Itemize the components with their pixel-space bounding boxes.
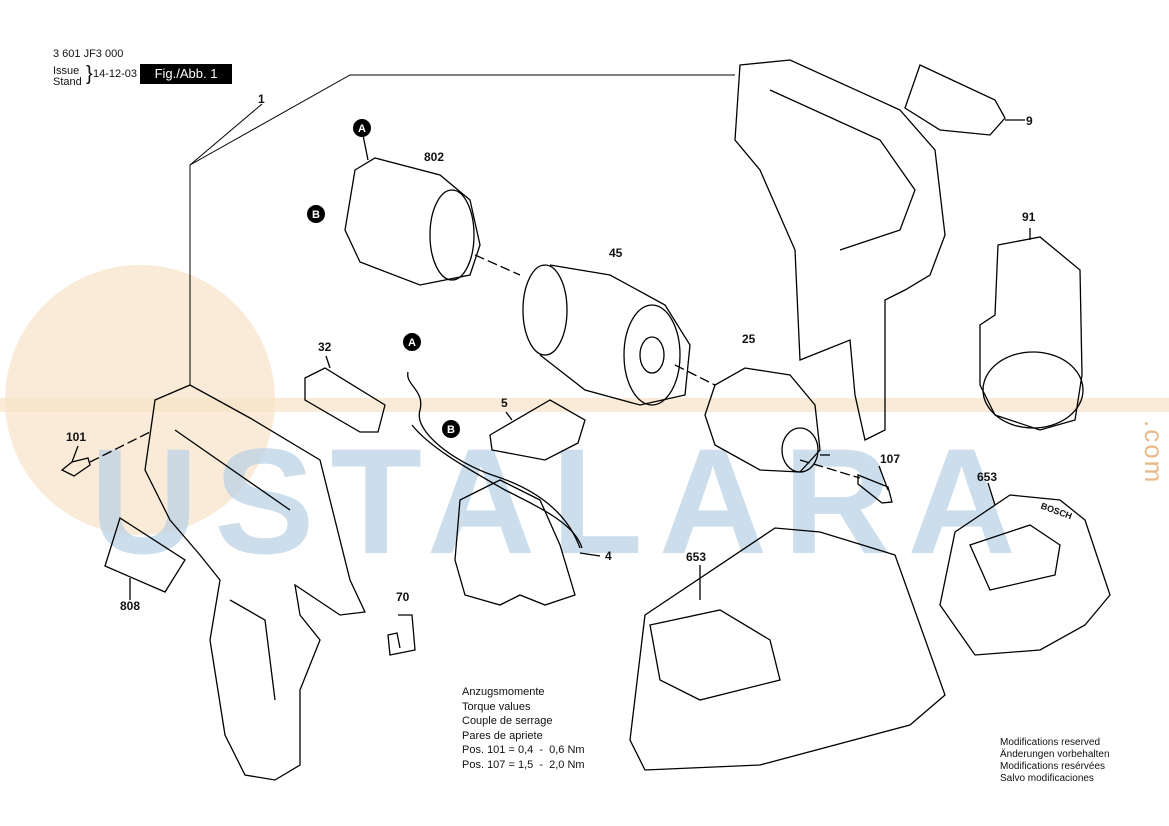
part-label-32: 32 [318, 340, 332, 354]
marker-a-motor: A [353, 119, 371, 137]
wire-a [407, 371, 581, 549]
clip-70-graphic [387, 614, 416, 656]
part-label-107: 107 [880, 452, 901, 466]
marker-b-motor: B [307, 205, 325, 223]
switch-cover-32-graphic [304, 367, 386, 433]
charger-large-653-graphic [629, 527, 946, 771]
slide-5-graphic [489, 399, 586, 461]
marker-b-wire: B [442, 420, 460, 438]
torque-pos-107: Pos. 107 = 1,5 - 2,0 Nm [462, 758, 585, 771]
torque-pos-101: Pos. 101 = 0,4 - 0,6 Nm [462, 744, 585, 756]
doc-number: 3 601 JF3 000 [53, 48, 124, 60]
wire-b [411, 424, 583, 549]
torque-line: Anzugsmomente [462, 686, 545, 698]
svg-text:B: B [312, 209, 320, 221]
part-label-808: 808 [120, 599, 141, 613]
issue-label: Issue [53, 65, 80, 77]
part-label-4: 4 [605, 549, 612, 563]
watermark-suffix: .com [1139, 420, 1169, 485]
gearbox-45-graphic [522, 264, 716, 406]
modification-line: Modifications reserved [1000, 737, 1101, 748]
part-label-802: 802 [424, 150, 445, 164]
svg-text:B: B [447, 424, 455, 436]
housing-shell-9-graphic [734, 59, 946, 441]
issue-date: 14-12-03 [93, 68, 138, 80]
modification-line: Modifications resérvées [1000, 761, 1106, 772]
part-label-9: 9 [1026, 114, 1033, 128]
stand-label: Stand [53, 76, 82, 88]
switch-4-graphic [454, 479, 601, 606]
torque-line: Pares de apriete [462, 729, 543, 742]
screw-101-graphic [60, 431, 151, 477]
svg-text:A: A [358, 123, 366, 135]
part-label-70: 70 [396, 590, 410, 604]
svg-text:A: A [408, 337, 416, 349]
torque-notes: Anzugsmomente Torque values Couple de se… [462, 685, 585, 772]
motor-802-graphic [344, 134, 521, 286]
watermark-text: USTALARA [90, 417, 1032, 585]
torque-line: Torque values [462, 700, 531, 713]
modification-line: Salvo modificaciones [1000, 773, 1094, 784]
screw-107-graphic [857, 465, 893, 504]
chuck-25-graphic [704, 367, 861, 479]
part-label-25: 25 [742, 332, 756, 346]
battery-91-graphic [979, 228, 1084, 431]
label-808-graphic [104, 516, 186, 593]
charger-small-653-graphic [939, 482, 1111, 656]
part-label-653-small: 653 [977, 470, 998, 484]
part-label-101: 101 [66, 430, 87, 444]
housing-half-1-graphic [144, 384, 366, 781]
assembly-bracket [189, 74, 735, 385]
part-label-653-large: 653 [686, 550, 707, 564]
part-label-45: 45 [609, 246, 623, 260]
part-label-5: 5 [501, 396, 508, 410]
part-label-1: 1 [258, 92, 265, 106]
issue-brace: } [86, 63, 93, 85]
part-label-91: 91 [1022, 210, 1036, 224]
cover-9-graphic [904, 64, 1006, 136]
torque-line: Couple de serrage [462, 715, 553, 727]
modifications-notice: Modifications reserved Änderungen vorbeh… [1000, 737, 1110, 785]
marker-a-wire: A [403, 333, 421, 351]
modification-line: Änderungen vorbehalten [1000, 749, 1110, 760]
figure-label: Fig./Abb. 1 [140, 64, 232, 84]
